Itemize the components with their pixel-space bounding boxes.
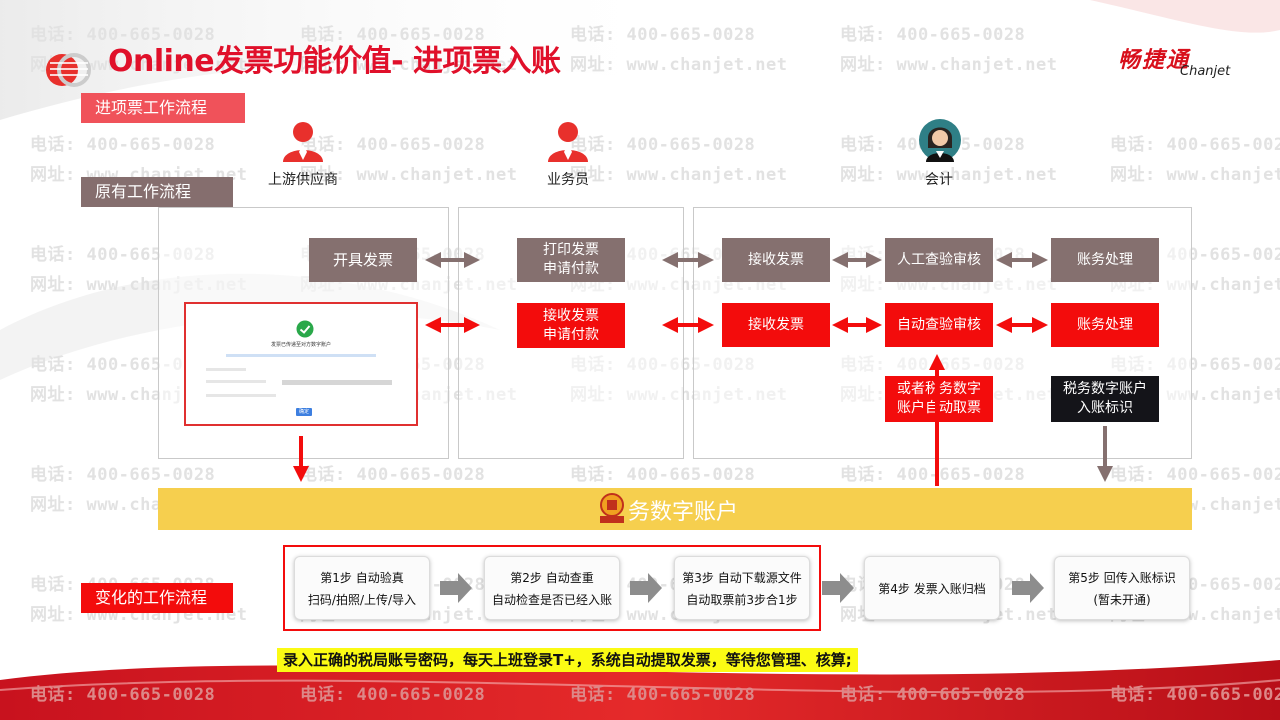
section-tag-workflow: 进项票工作流程 [81, 93, 245, 123]
step-arrow-icon [630, 573, 662, 603]
step-2-title: 第2步 自动查重 [510, 571, 594, 585]
step-2-desc: 自动检查是否已经入账 [491, 593, 612, 607]
watermark-phone: 电话: 400-665-0028 [30, 465, 216, 485]
footer-note: 录入正确的税局账号密码，每天上班登录T+，系统自动提取发票，等待您管理、核算; [277, 648, 858, 672]
step-5-desc: (暂未开通) [1093, 593, 1151, 607]
step-5-title: 第5步 回传入账标识 [1068, 571, 1176, 585]
confirmation-screenshot: 发票已传递至对方数字账户 确定 [184, 302, 418, 426]
step-arrow-icon [822, 573, 854, 603]
watermark-phone: 电话: 400-665-0028 [1110, 685, 1280, 705]
watermark-site: 网址: www.chanjet.net [570, 55, 788, 75]
watermark-phone: 电话: 400-665-0028 [30, 685, 216, 705]
step-5-card: 第5步 回传入账标识 (暂未开通) [1054, 556, 1190, 620]
watermark-phone: 电话: 400-665-0028 [1110, 135, 1280, 155]
step-1-title: 第1步 自动验真 [320, 571, 404, 585]
receive-invoice-box: 接收发票 [722, 238, 830, 282]
accounting-red-box: 账务处理 [1051, 303, 1159, 347]
screenshot-confirm-button: 确定 [296, 408, 312, 416]
watermark-phone: 电话: 400-665-0028 [570, 465, 756, 485]
tax-account-bar-label: 务数字账户 [628, 500, 739, 525]
role-salesman-label: 业务员 [547, 172, 589, 188]
watermark-phone: 电话: 400-665-0028 [30, 135, 216, 155]
brand-logo-en: Chanjet [1180, 64, 1231, 79]
issue-invoice-box: 开具发票 [309, 238, 417, 282]
changed-steps-outline [283, 545, 821, 631]
tax-mark-line2: 入账标识 [1077, 400, 1133, 416]
watermark-phone: 电话: 400-665-0028 [300, 135, 486, 155]
screenshot-title: 发票已传递至对方数字账户 [270, 342, 331, 348]
step-3-card: 第3步 自动下载源文件 自动取票前3步合1步 [674, 556, 810, 620]
accounting-box: 账务处理 [1051, 238, 1159, 282]
watermark-site: 网址: www.chanjet.net [1110, 165, 1280, 185]
step-arrow-icon [440, 573, 472, 603]
watermark-phone: 电话: 400-665-0028 [570, 685, 756, 705]
step-arrow-icon [1012, 573, 1044, 603]
step-4-title: 第4步 发票入账归档 [878, 582, 986, 596]
step-2-card: 第2步 自动查重 自动检查是否已经入账 [484, 556, 620, 620]
supplier-person-icon [283, 122, 323, 162]
tax-mark-line1: 税务数字账户 [1063, 381, 1147, 397]
watermark-phone: 电话: 400-665-0028 [300, 685, 486, 705]
brand-logo: 畅捷通 [1118, 48, 1191, 73]
role-accountant-label: 会计 [925, 172, 953, 188]
receive-apply-box: 接收发票 申请付款 [517, 303, 625, 348]
receive-invoice-red-box: 接收发票 [722, 303, 830, 347]
salesman-person-icon [548, 122, 588, 162]
step-4-card: 第4步 发票入账归档 [864, 556, 1000, 620]
watermark-phone: 电话: 400-665-0028 [570, 25, 756, 45]
watermark-phone: 电话: 400-665-0028 [840, 465, 1026, 485]
receive-apply-line2: 申请付款 [543, 326, 599, 343]
role-supplier-label: 上游供应商 [268, 172, 338, 188]
print-invoice-line1: 打印发票 [543, 242, 599, 258]
success-check-icon [296, 320, 314, 338]
watermark-phone: 电话: 400-665-0028 [1110, 465, 1280, 485]
print-invoice-box: 打印发票 申请付款 [517, 238, 625, 282]
page-title: Online发票功能价值- 进项票入账 [108, 44, 561, 79]
watermark-site: 网址: www.chanjet.net [840, 165, 1058, 185]
watermark-site: 网址: www.chanjet.net [300, 165, 518, 185]
step-1-desc: 扫码/拍照/上传/导入 [307, 593, 417, 607]
auto-check-box: 自动查验审核 [885, 303, 993, 347]
watermark-phone: 电话: 400-665-0028 [840, 25, 1026, 45]
section-tag-original: 原有工作流程 [81, 177, 233, 207]
accountant-avatar-icon [919, 119, 961, 162]
watermark-phone: 电话: 400-665-0028 [840, 685, 1026, 705]
print-invoice-line2: 申请付款 [543, 261, 599, 277]
watermark-phone: 电话: 400-665-0028 [300, 465, 486, 485]
step-1-card: 第1步 自动验真 扫码/拍照/上传/导入 [294, 556, 430, 620]
watermark-site: 网址: www.chanjet.net [840, 55, 1058, 75]
watermark-site: 网址: www.chanjet.net [570, 165, 788, 185]
watermark-phone: 电话: 400-665-0028 [570, 135, 756, 155]
brand-ring-icon [46, 53, 91, 87]
section-tag-changed: 变化的工作流程 [81, 583, 233, 613]
watermark-phone: 电话: 400-665-0028 [300, 25, 486, 45]
manual-check-box: 人工查验审核 [885, 238, 993, 282]
step-3-desc: 自动取票前3步合1步 [686, 593, 798, 607]
tax-mark-box: 税务数字账户 入账标识 [1051, 376, 1159, 422]
receive-apply-line1: 接收发票 [543, 307, 599, 324]
tax-emblem-icon [600, 493, 624, 523]
watermark-site: 网址: www.chanjet.net [300, 55, 518, 75]
watermark-phone: 电话: 400-665-0028 [30, 25, 216, 45]
step-3-title: 第3步 自动下载源文件 [682, 571, 802, 585]
tax-account-bar [158, 488, 1192, 530]
